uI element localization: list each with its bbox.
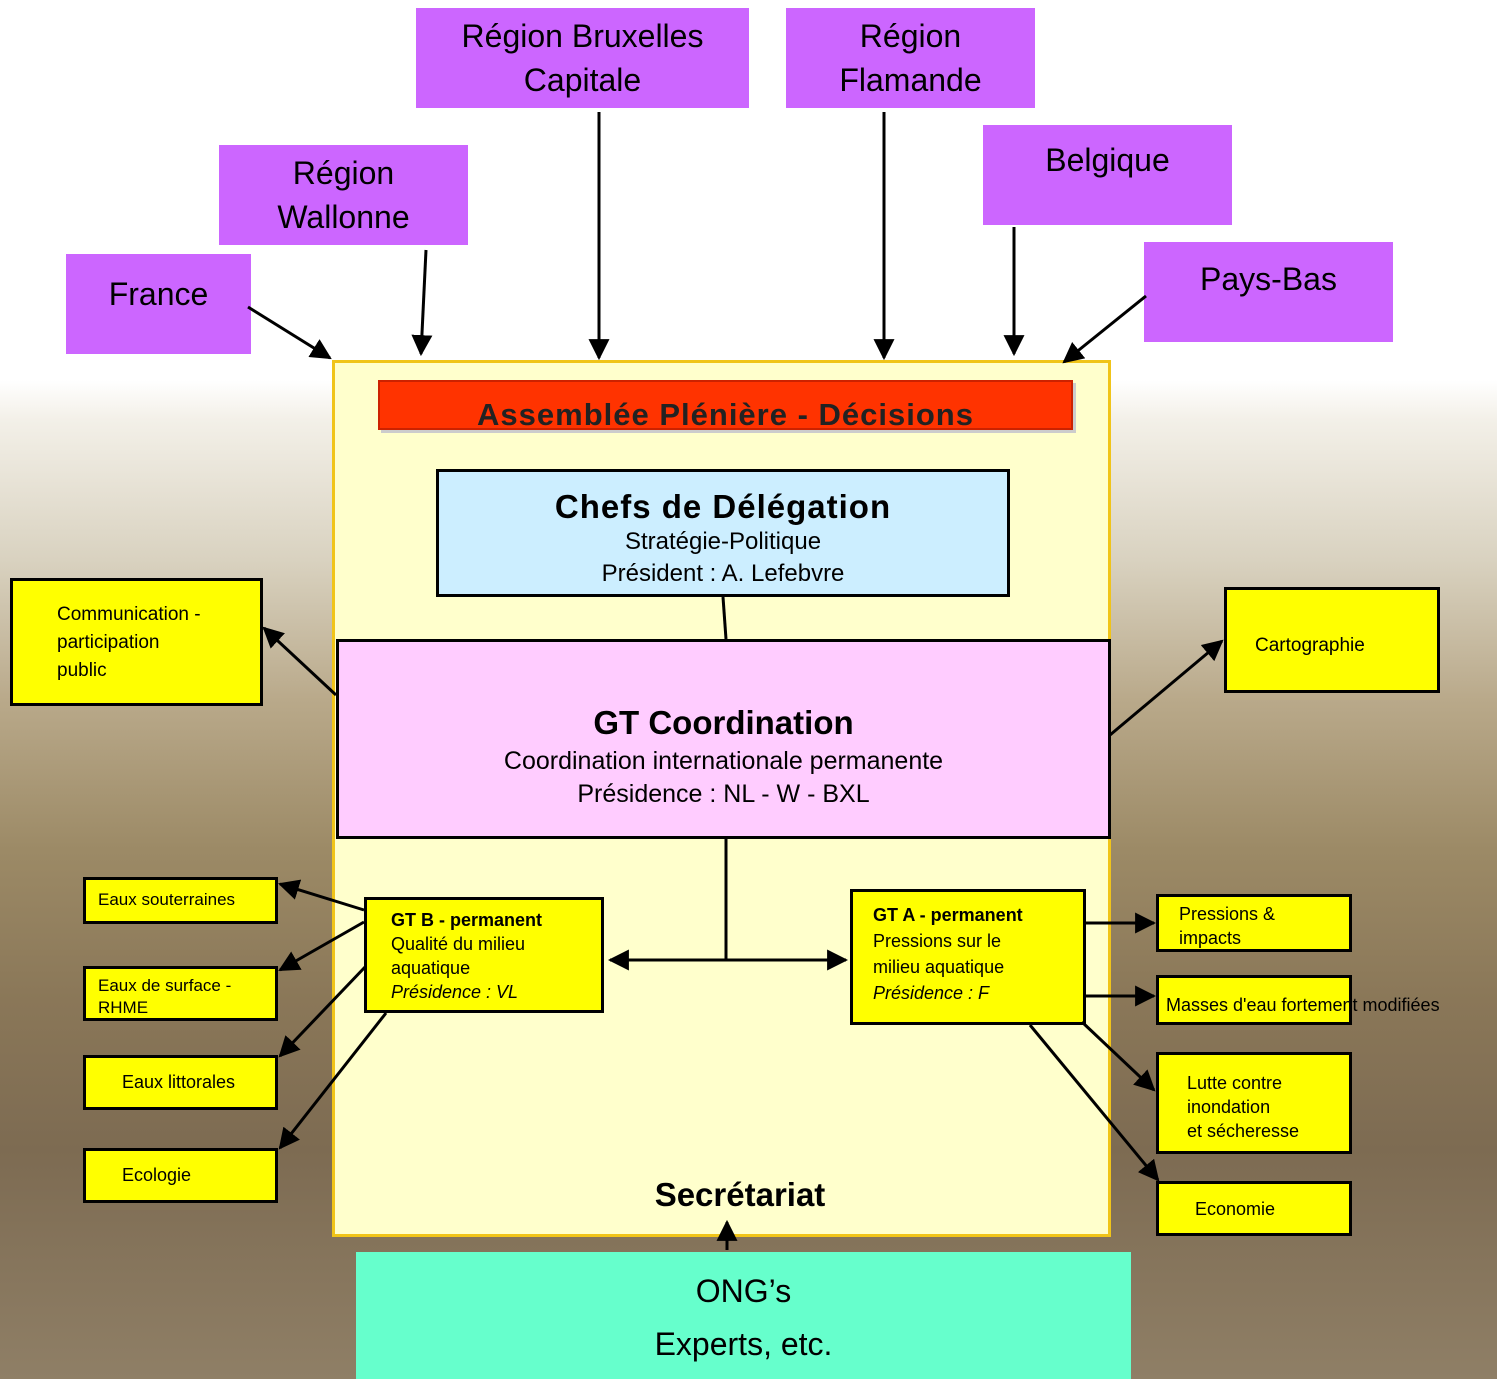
littorales-label: Eaux littorales (122, 1072, 236, 1092)
eaux-souterraines-box: Eaux souterraines (83, 877, 278, 924)
arrow-cartographie (1109, 639, 1224, 737)
lutte-line1: Lutte contre (1187, 1073, 1283, 1093)
arrow-lutte (1080, 1020, 1156, 1092)
gta-line3: Présidence : F (873, 983, 990, 1003)
arrow-france (247, 305, 332, 360)
communication-line1: Communication - (57, 604, 201, 625)
member-flamande-line2: Flamande (839, 62, 982, 98)
arrow-wallonne (411, 249, 433, 357)
assembly-label: Assemblée Plénière - Décisions (477, 397, 974, 430)
chefs-title: Chefs de Délégation (554, 488, 892, 525)
secretariat-label: Secrétariat (654, 1176, 826, 1213)
gta-title: GT A - permanent (873, 905, 1023, 925)
arrow-ecologie (278, 1012, 388, 1150)
ong-line1: ONG’s (695, 1273, 792, 1309)
chefs-line1: Stratégie-Politique (624, 528, 822, 555)
economie-label: Economie (1195, 1199, 1276, 1219)
surface-line2: RHME (98, 998, 149, 1017)
cartographie-box: Cartographie (1224, 587, 1440, 693)
communication-line2: participation (57, 632, 160, 653)
ong-experts-box: ONG’s Experts, etc. (356, 1252, 1131, 1379)
member-flamande-line1: Région (859, 18, 962, 54)
member-paysbas-label: Pays-Bas (1200, 261, 1337, 297)
arrow-paysbas (1062, 294, 1147, 364)
lutte-inondation-box: Lutte contre inondation et sécheresse (1156, 1052, 1352, 1154)
member-france: France (66, 254, 251, 354)
coordination-line2: Présidence : NL - W - BXL (577, 780, 870, 808)
chefs-line2: Président : A. Lefebvre (601, 560, 845, 587)
gta-line2: milieu aquatique (873, 957, 1005, 977)
coordination-line1: Coordination internationale permanente (503, 747, 944, 775)
masses-label: Masses d'eau fortement modifiées (1166, 995, 1440, 1015)
gt-b-box: GT B - permanent Qualité du milieu aquat… (364, 897, 604, 1013)
gtb-title: GT B - permanent (391, 910, 543, 930)
link-chefs-coordination (721, 596, 728, 640)
ecologie-label: Ecologie (122, 1165, 192, 1185)
economie-box: Economie (1156, 1181, 1352, 1236)
cartographie-label: Cartographie (1255, 635, 1365, 656)
gtb-line1: Qualité du milieu (391, 934, 526, 954)
member-pays-bas: Pays-Bas (1144, 242, 1393, 342)
member-region-wallonne: Région Wallonne (219, 145, 468, 245)
arrow-communication (262, 626, 338, 697)
pressions-line1: Pressions & (1179, 904, 1276, 924)
member-bruxelles-line2: Capitale (523, 62, 642, 98)
arrow-surface (278, 920, 365, 972)
gt-coordination-box: GT Coordination Coordination internation… (336, 639, 1111, 839)
gta-line1: Pressions sur le (873, 931, 1002, 951)
lutte-line2: inondation (1187, 1097, 1271, 1117)
gtb-line3: Présidence : VL (391, 982, 519, 1002)
arrow-littorales (278, 964, 368, 1058)
masses-eau-box: Masses d'eau fortement modifiées (1156, 975, 1440, 1025)
communication-box: Communication - participation public (10, 578, 263, 706)
souterraines-label: Eaux souterraines (98, 890, 236, 909)
member-france-label: France (108, 276, 209, 312)
communication-line3: public (57, 660, 107, 681)
member-belgique: Belgique (983, 125, 1232, 225)
ecologie-box: Ecologie (83, 1148, 278, 1203)
gtb-line2: aquatique (391, 958, 471, 978)
ong-line2: Experts, etc. (654, 1326, 833, 1362)
arrow-souterraines (277, 879, 365, 912)
arrow-economie (1028, 1024, 1160, 1182)
assembly-banner: Assemblée Plénière - Décisions (378, 380, 1073, 430)
member-region-bruxelles: Région Bruxelles Capitale (416, 8, 749, 108)
member-wallonne-line1: Région (292, 155, 395, 191)
eaux-surface-box: Eaux de surface - RHME (83, 966, 278, 1021)
pressions-line2: impacts (1179, 928, 1242, 948)
lutte-line3: et sécheresse (1187, 1121, 1300, 1141)
coordination-title: GT Coordination (593, 704, 854, 741)
member-belgique-label: Belgique (1045, 142, 1170, 178)
member-region-flamande: Région Flamande (786, 8, 1035, 108)
eaux-littorales-box: Eaux littorales (83, 1055, 278, 1110)
member-wallonne-line2: Wallonne (277, 199, 410, 235)
surface-line1: Eaux de surface - (98, 976, 232, 995)
member-bruxelles-line1: Région Bruxelles (461, 18, 704, 54)
gt-a-box: GT A - permanent Pressions sur le milieu… (850, 889, 1086, 1025)
pressions-impacts-box: Pressions & impacts (1156, 894, 1352, 952)
chefs-delegation-box: Chefs de Délégation Stratégie-Politique … (436, 469, 1010, 597)
